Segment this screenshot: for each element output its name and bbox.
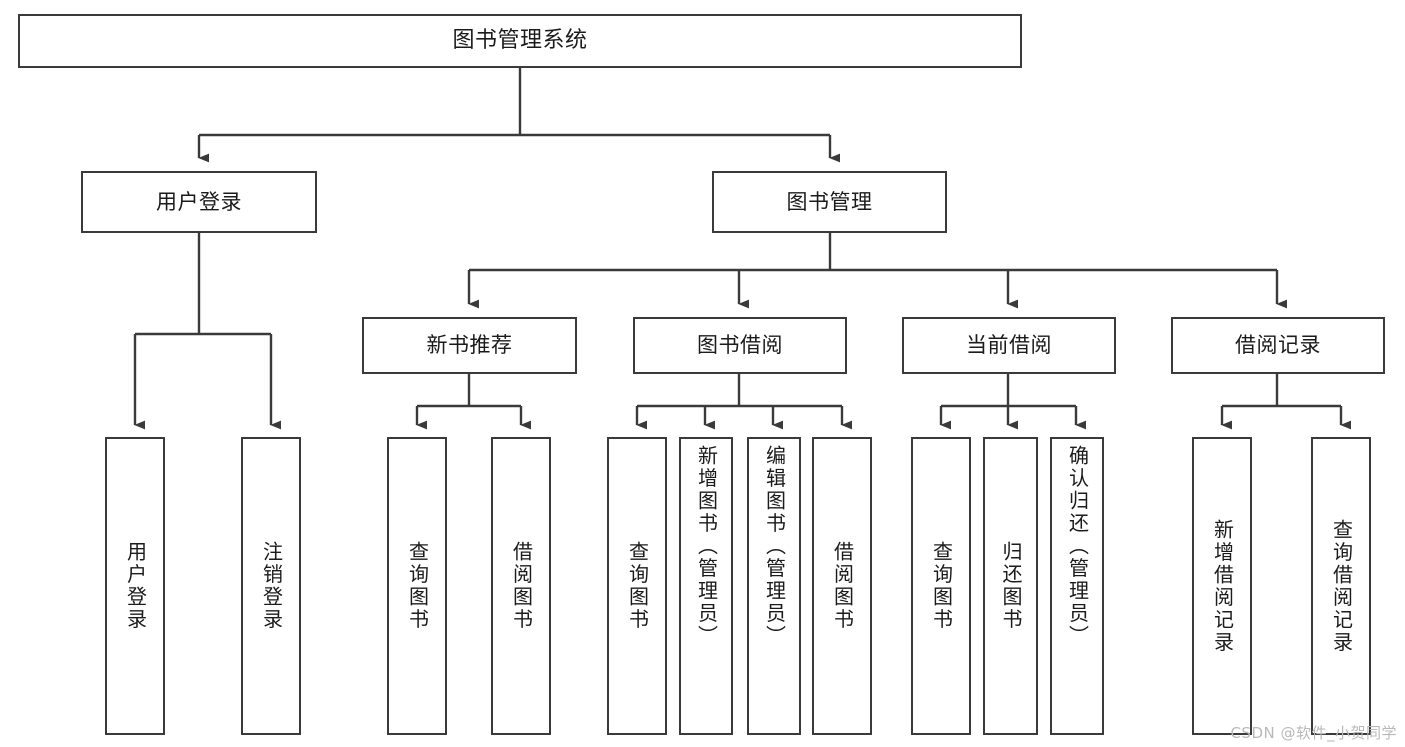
leaf-edit-book[interactable]: 编辑图书（管理员） (747, 437, 801, 735)
leaf-logout[interactable]: 注销登录 (241, 437, 301, 735)
node-current-borrow[interactable]: 当前借阅 (902, 317, 1116, 374)
leaf-query-book-1[interactable]: 查询图书 (387, 437, 447, 735)
leaf-add-record[interactable]: 新增借阅记录 (1192, 437, 1252, 735)
node-book-borrow[interactable]: 图书借阅 (633, 317, 847, 374)
leaf-borrow-book-1[interactable]: 借阅图书 (491, 437, 551, 735)
leaf-query-book-3[interactable]: 查询图书 (911, 437, 971, 735)
leaf-return-book-label: 归还图书 (999, 541, 1023, 631)
leaf-query-book-2-label: 查询图书 (625, 541, 650, 631)
node-new-book-recommend[interactable]: 新书推荐 (362, 317, 577, 374)
leaf-query-record[interactable]: 查询借阅记录 (1311, 437, 1371, 735)
leaf-add-book-label: 新增图书（管理员） (694, 445, 719, 648)
node-root-label: 图书管理系统 (452, 28, 588, 54)
leaf-query-book-1-label: 查询图书 (405, 541, 430, 631)
leaf-edit-book-label: 编辑图书（管理员） (762, 445, 787, 648)
node-borrow-record[interactable]: 借阅记录 (1171, 317, 1385, 374)
node-user-login[interactable]: 用户登录 (81, 171, 317, 233)
leaf-return-book[interactable]: 归还图书 (983, 437, 1038, 735)
leaf-confirm-return-label: 确认归还（管理员） (1065, 445, 1090, 648)
leaf-add-book[interactable]: 新增图书（管理员） (679, 437, 733, 735)
node-borrow-record-label: 借阅记录 (1235, 333, 1321, 358)
leaf-user-login-label: 用户登录 (123, 541, 148, 631)
leaf-logout-label: 注销登录 (259, 541, 284, 631)
leaf-confirm-return[interactable]: 确认归还（管理员） (1050, 437, 1104, 735)
leaf-borrow-book-2-label: 借阅图书 (830, 541, 855, 631)
node-book-manage[interactable]: 图书管理 (712, 171, 947, 233)
node-user-login-label: 用户登录 (156, 189, 242, 214)
leaf-add-record-label: 新增借阅记录 (1210, 518, 1235, 654)
leaf-borrow-book-1-label: 借阅图书 (509, 541, 534, 631)
leaf-query-record-label: 查询借阅记录 (1329, 518, 1354, 654)
leaf-user-login[interactable]: 用户登录 (105, 437, 165, 735)
node-new-book-recommend-label: 新书推荐 (426, 333, 513, 358)
node-book-borrow-label: 图书借阅 (697, 333, 783, 358)
leaf-borrow-book-2[interactable]: 借阅图书 (812, 437, 872, 735)
node-root[interactable]: 图书管理系统 (18, 14, 1022, 68)
leaf-query-book-2[interactable]: 查询图书 (607, 437, 667, 735)
node-current-borrow-label: 当前借阅 (966, 333, 1052, 358)
node-book-manage-label: 图书管理 (786, 189, 873, 214)
leaf-query-book-3-label: 查询图书 (929, 541, 954, 631)
